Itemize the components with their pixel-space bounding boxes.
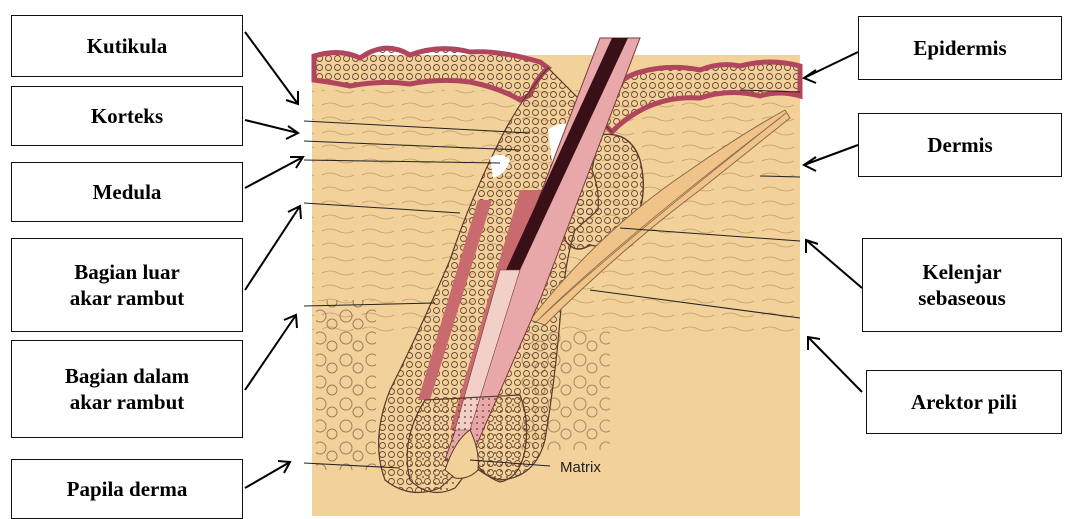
label-dermis: Dermis xyxy=(858,113,1062,177)
label-kelenjar-sebaseous: Kelenjar sebaseous xyxy=(862,238,1062,332)
label-bagian-dalam-akar-rambut: Bagian dalam akar rambut xyxy=(11,340,243,438)
label-kutikula: Kutikula xyxy=(11,15,243,77)
label-bagian-luar-akar-rambut: Bagian luar akar rambut xyxy=(11,238,243,332)
label-medula: Medula xyxy=(11,162,243,222)
matrix-annotation: Matrix xyxy=(560,459,601,476)
label-arektor-pili: Arektor pili xyxy=(866,370,1062,434)
label-papila-derma: Papila derma xyxy=(11,459,243,519)
fat-cells-left xyxy=(316,300,376,470)
label-korteks: Korteks xyxy=(11,86,243,146)
label-epidermis: Epidermis xyxy=(858,16,1062,80)
